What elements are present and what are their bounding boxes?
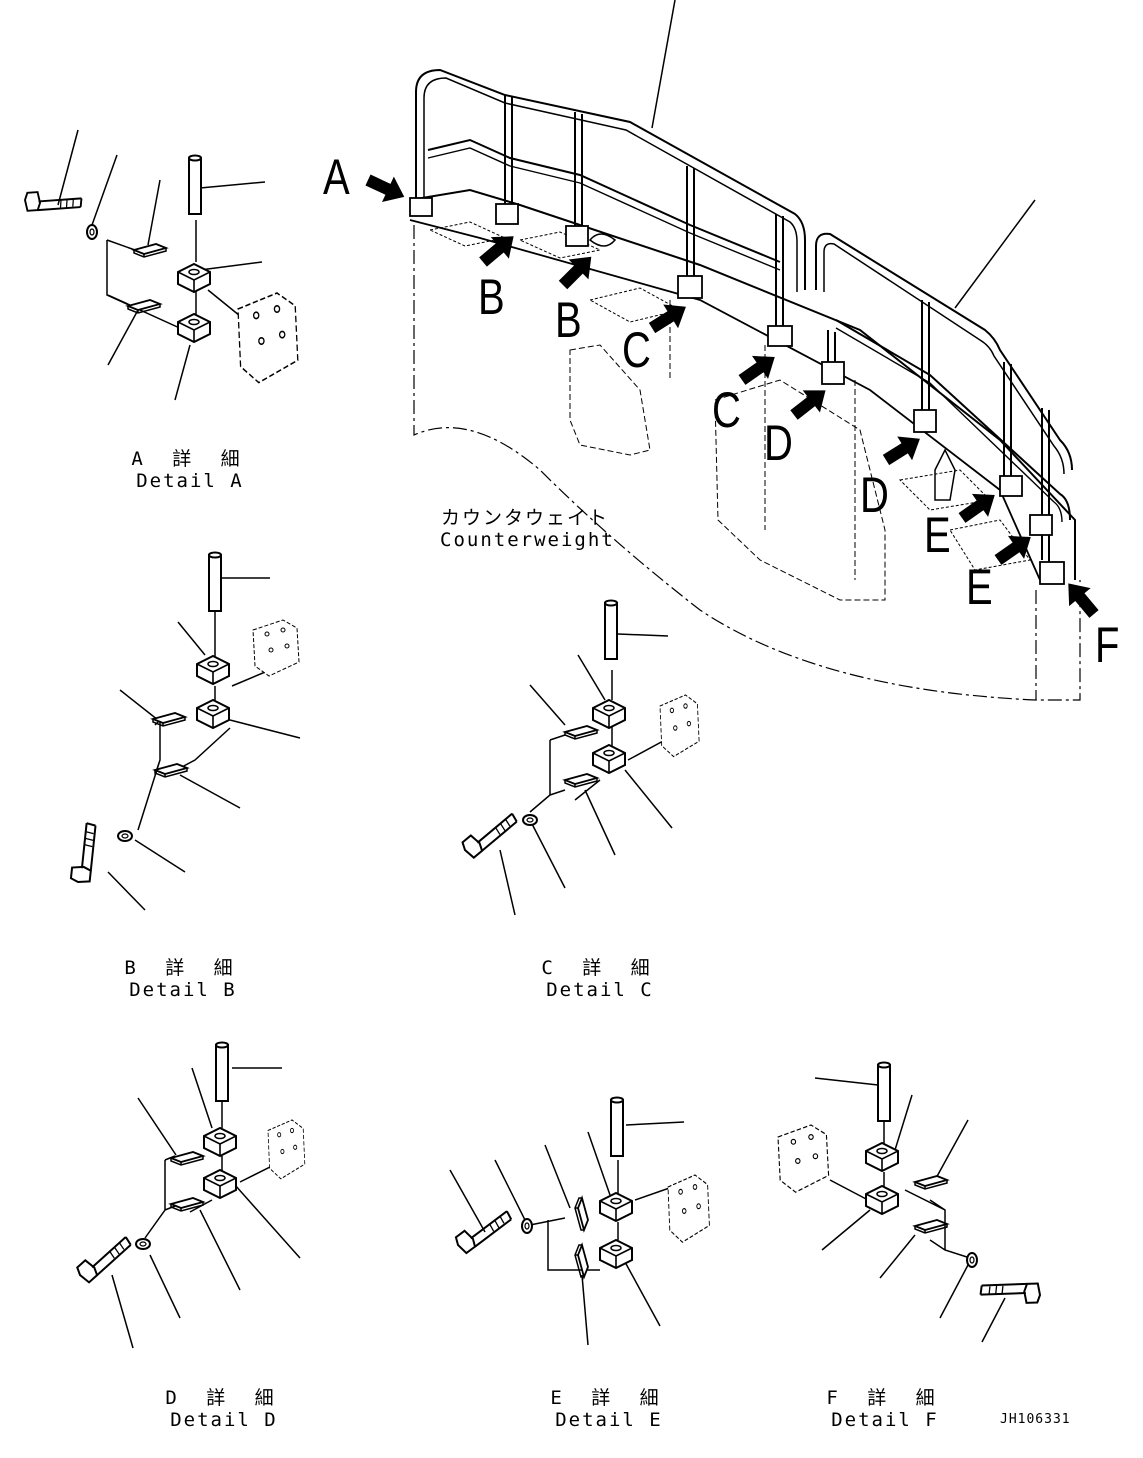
detail-e-caption-jp: E 詳 細 [550, 1387, 668, 1409]
callout-letter-b: B [478, 269, 505, 325]
counterweight-caption: カウンタウェイト Counterweight [440, 507, 615, 551]
detail-a-drawing [21, 129, 299, 401]
detail-f-caption-jp: F 詳 細 [826, 1387, 944, 1409]
detail-d-caption: D 詳 細 Detail D [154, 1387, 294, 1431]
callout-letter-b: B [555, 292, 582, 348]
detail-d-caption-en: Detail D [170, 1409, 278, 1431]
detail-c-caption-jp: C 詳 細 [541, 957, 659, 979]
detail-e-caption-en: Detail E [555, 1409, 663, 1431]
drawing-code: JH106331 [1000, 1412, 1071, 1427]
detail-a-caption: A 詳 細 Detail A [120, 448, 260, 492]
callout-letter-a: A [323, 149, 350, 205]
detail-e-drawing [449, 1096, 711, 1346]
detail-f-drawing [777, 1061, 1045, 1343]
detail-e-caption: E 詳 細 Detail E [539, 1387, 679, 1431]
detail-b-caption: B 詳 細 Detail B [113, 957, 253, 1001]
detail-b-caption-jp: B 詳 細 [124, 957, 242, 979]
detail-f-caption: F 詳 細 Detail F [815, 1387, 955, 1431]
counterweight-caption-en: Counterweight [440, 529, 615, 551]
callout-letter-e: E [924, 507, 951, 563]
main-view [409, 0, 1081, 701]
counterweight-caption-jp: カウンタウェイト [440, 507, 609, 529]
detail-b-caption-en: Detail B [129, 979, 237, 1001]
detail-d-drawing [72, 1041, 306, 1349]
detail-a-caption-jp: A 詳 細 [131, 448, 249, 470]
detail-c-caption: C 詳 細 Detail C [530, 957, 670, 1001]
detail-b-drawing [59, 551, 301, 911]
callout-letter-c: C [712, 382, 741, 438]
callout-letter-d: D [860, 467, 889, 523]
detail-c-caption-en: Detail C [546, 979, 654, 1001]
callout-letter-f: F [1095, 617, 1120, 673]
detail-f-caption-en: Detail F [831, 1409, 939, 1431]
callout-letter-d: D [764, 415, 793, 471]
detail-d-caption-jp: D 詳 細 [165, 1387, 283, 1409]
callout-letter-c: C [622, 322, 651, 378]
callout-letter-e: E [966, 559, 993, 615]
detail-a-caption-en: Detail A [136, 470, 244, 492]
detail-c-drawing [457, 599, 700, 916]
